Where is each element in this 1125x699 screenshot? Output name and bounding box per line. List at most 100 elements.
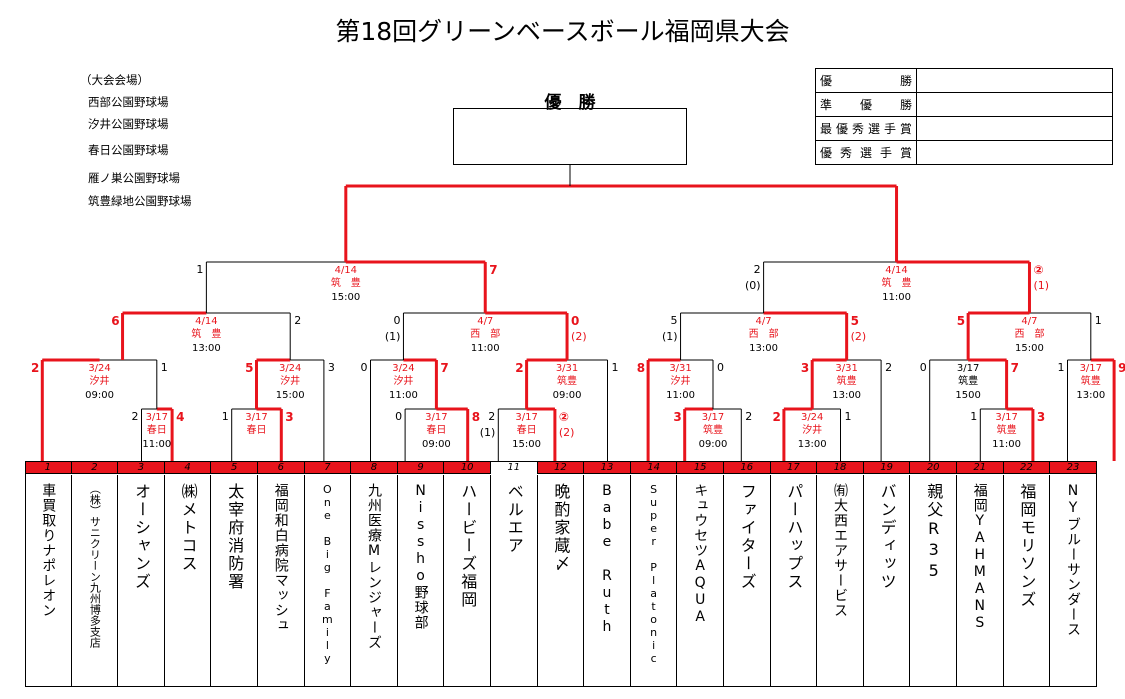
team-name: Super Platonic: [647, 483, 661, 665]
match-date: 3/24: [278, 363, 302, 374]
team-name-cell[interactable]: NYブルーサンダース: [1050, 475, 1097, 687]
score-right: 1: [160, 361, 168, 374]
team-name-cell[interactable]: （株）サニクリーン九州博多支店: [72, 475, 119, 687]
award-label-char: 手: [879, 146, 892, 160]
match-time: 15:00: [331, 292, 361, 303]
team-name: ハービーズ福岡: [458, 483, 478, 609]
match-venue: 春日: [146, 425, 167, 436]
score-left: 0: [360, 361, 368, 374]
team-number: 5: [211, 461, 258, 474]
match-venue: 筑豊: [1080, 376, 1101, 387]
team-name-cell[interactable]: ベルエア: [491, 475, 538, 687]
award-label-char: 優: [859, 98, 872, 112]
team-name-cell[interactable]: 車買取りナポレオン: [25, 475, 72, 687]
team-name-cell[interactable]: パーハップス: [771, 475, 818, 687]
match-venue: 筑豊: [703, 425, 723, 436]
match-date: 3/31: [669, 363, 692, 374]
match-venue: 筑豊: [996, 425, 1017, 436]
score-right: 8: [471, 410, 481, 424]
team-name: ㈱メトコス: [178, 483, 198, 573]
score-right: 0: [717, 361, 724, 374]
venue-item: 雁ノ巣公園野球場: [88, 171, 180, 185]
team-number: 14: [631, 461, 678, 474]
team-number: 23: [1050, 461, 1097, 474]
page-title: 第18回グリーンベースボール福岡県大会: [335, 17, 790, 46]
match-time: 13:00: [191, 343, 221, 354]
team-number: 16: [724, 461, 771, 474]
team-number: 22: [1004, 461, 1051, 474]
match-time: 09:00: [552, 390, 582, 401]
award-label-char: 選: [867, 122, 880, 136]
match-date: 3/17: [245, 412, 268, 423]
team-name-cell[interactable]: キュウセツAQUA: [677, 475, 724, 687]
award-value[interactable]: [916, 140, 1113, 165]
match-time: 11:00: [470, 343, 500, 354]
team-name-cell[interactable]: Nissho野球部: [398, 475, 445, 687]
match-venue: 筑 豊: [330, 278, 361, 289]
match-date: 4/14: [885, 265, 908, 276]
award-label-char: 手: [883, 122, 896, 136]
score-right: 1: [844, 410, 852, 423]
team-name-cell[interactable]: 福岡YAHMANS: [957, 475, 1004, 687]
match-venue: 筑豊: [557, 376, 578, 387]
team-name: Babe Ruth: [598, 483, 615, 636]
venue-item: 汐井公園野球場: [88, 117, 169, 131]
team-name-cell[interactable]: 太宰府消防署: [211, 475, 258, 687]
team-name-cell[interactable]: Super Platonic: [631, 475, 678, 687]
team-name: ベルエア: [504, 483, 524, 555]
award-value[interactable]: [916, 92, 1113, 117]
match-date: 3/31: [555, 363, 579, 374]
team-name: オーシャンズ: [131, 483, 151, 591]
team-name: キュウセツAQUA: [692, 483, 709, 626]
match-time: 15:00: [512, 439, 541, 450]
team-name-cell[interactable]: 九州医療Mレンジャーズ: [351, 475, 398, 687]
match-venue: 汐井: [393, 376, 414, 387]
team-number: 11: [491, 461, 538, 474]
team-name: 車買取りナポレオン: [40, 483, 57, 618]
team-name-cell[interactable]: 晩酌家蔵〆: [538, 475, 585, 687]
team-name-cell[interactable]: ㈱メトコス: [165, 475, 212, 687]
team-name-cell[interactable]: 親父R35: [910, 475, 957, 687]
match-date: 3/17: [1079, 363, 1103, 374]
venue-heading: （大会会場）: [80, 73, 149, 87]
team-name: NYブルーサンダース: [1064, 483, 1081, 637]
match-date: 3/17: [515, 412, 538, 423]
match-time: 13:00: [1076, 390, 1106, 401]
score-left: 0: [919, 361, 927, 374]
team-name-cell[interactable]: ㈲大西エアサービス: [817, 475, 864, 687]
pk-right: (2): [558, 426, 575, 439]
score-left: 0: [395, 410, 403, 423]
score-left: 0: [393, 314, 401, 327]
team-name-cell[interactable]: Babe Ruth: [584, 475, 631, 687]
match-time: 11:00: [882, 292, 911, 303]
match-venue: 筑豊: [958, 376, 979, 387]
team-name: 福岡YAHMANS: [971, 483, 988, 632]
score-left: 2: [772, 410, 781, 424]
match-time: 11:00: [666, 390, 695, 401]
team-number: 8: [351, 461, 398, 474]
team-number: 1: [25, 461, 72, 474]
team-name: パーハップス: [784, 483, 804, 591]
score-right: ②: [558, 410, 570, 424]
score-right: 3: [1036, 410, 1046, 424]
match-venue: 汐井: [670, 376, 691, 387]
venue-item: 西部公園野球場: [88, 95, 169, 109]
score-left: 1: [196, 263, 204, 276]
team-name-cell[interactable]: 福岡モリソンズ: [1004, 475, 1051, 687]
team-name: 福岡和白病院マッシュ: [272, 483, 289, 633]
score-left: 2: [131, 410, 139, 423]
team-name-cell[interactable]: One Big Family: [305, 475, 352, 687]
team-name-cell[interactable]: 福岡和白病院マッシュ: [258, 475, 305, 687]
team-number: 20: [910, 461, 957, 474]
match-time: 11:00: [142, 439, 172, 450]
award-label-char: 賞: [899, 146, 912, 160]
award-label-char: 優: [820, 146, 833, 160]
awards-table: 優勝 準優勝 最優秀選手賞 優秀選手賞: [815, 68, 1113, 165]
score-left: 5: [670, 314, 678, 327]
team-name-cell[interactable]: バンディッツ: [864, 475, 911, 687]
team-number: 19: [864, 461, 911, 474]
match-venue: 汐井: [89, 376, 110, 387]
team-name-cell[interactable]: オーシャンズ: [118, 475, 165, 687]
team-name-cell[interactable]: ファイターズ: [724, 475, 771, 687]
team-name-cell[interactable]: ハービーズ福岡: [444, 475, 491, 687]
